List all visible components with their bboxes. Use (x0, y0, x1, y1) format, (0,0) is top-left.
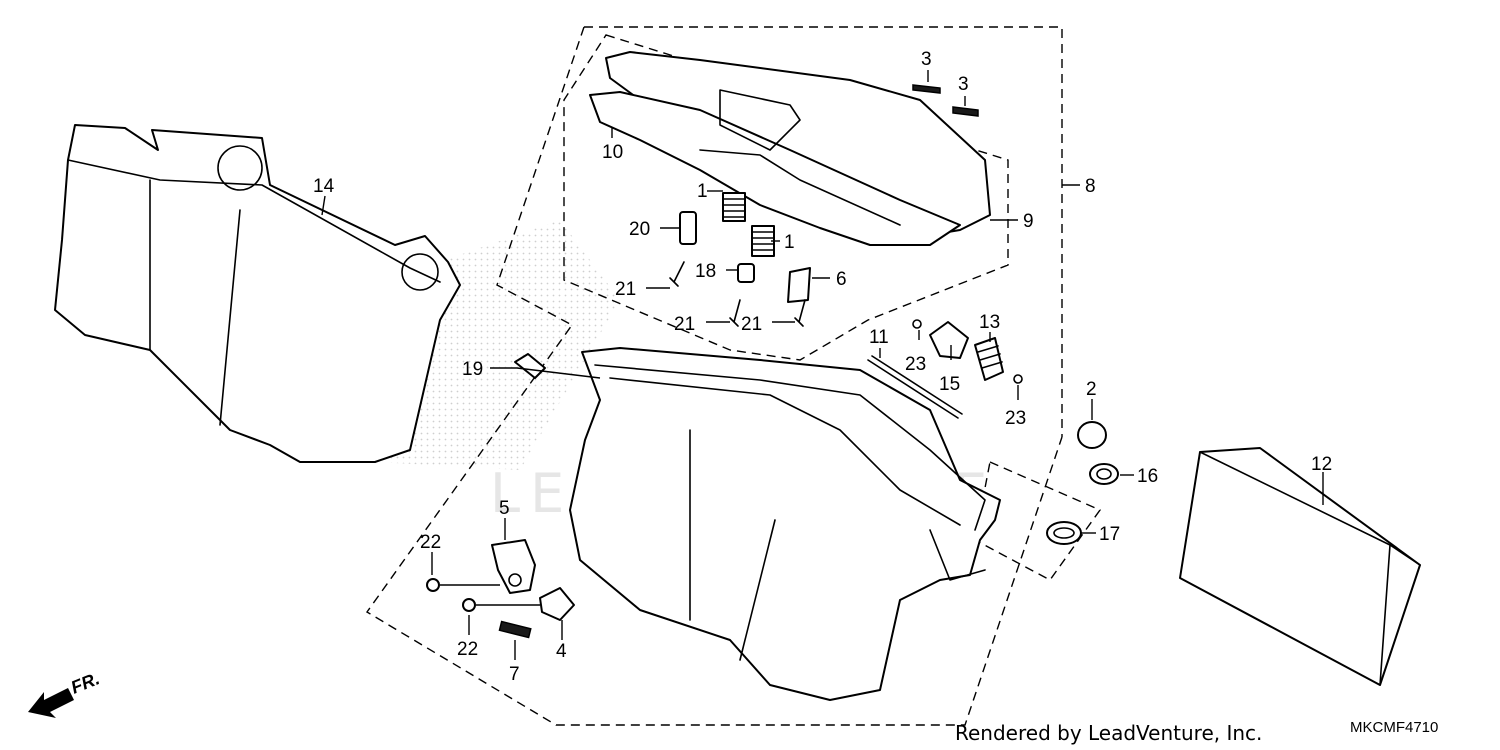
callout-6[interactable]: 6 (836, 269, 847, 290)
grommet-17 (1046, 521, 1082, 545)
spring-13-coils (977, 345, 1003, 369)
box-crease-2 (739, 519, 776, 661)
lid-inner-edge (699, 149, 901, 226)
collar-18 (737, 263, 755, 283)
storage-box[interactable] (569, 347, 1001, 701)
spring-7 (498, 620, 532, 639)
callout-1a[interactable]: 1 (697, 181, 708, 202)
spring-upper-coils (722, 198, 746, 218)
lock-lever-4 (539, 587, 575, 621)
front-label: FR. (68, 668, 102, 697)
nut-plate-19[interactable] (514, 353, 546, 379)
lock-plate-5 (491, 539, 536, 594)
callout-3a[interactable]: 3 (921, 49, 932, 70)
box-rear-tab (929, 529, 986, 581)
spring-13 (974, 337, 1004, 381)
spring-lower-coils (751, 231, 775, 251)
lid-latch-block (719, 89, 801, 151)
group-8-outline (584, 26, 1063, 437)
callout-17[interactable]: 17 (1099, 524, 1120, 545)
callout-21c[interactable]: 21 (741, 314, 762, 335)
grommet-16 (1089, 463, 1119, 485)
callout-22a[interactable]: 22 (420, 532, 441, 553)
callout-18[interactable]: 18 (695, 261, 716, 282)
pin-11[interactable] (867, 359, 959, 419)
lid-inner-frame (589, 91, 961, 246)
front-marker: FR. (28, 668, 102, 718)
pad-12-body (1179, 447, 1421, 686)
callout-2[interactable]: 2 (1086, 379, 1097, 400)
pad-12[interactable] (1179, 447, 1421, 686)
collar-20 (679, 211, 697, 245)
callout-12[interactable]: 12 (1311, 454, 1332, 475)
lock-plate-5-hole (508, 573, 522, 587)
lock-mechanism[interactable] (426, 539, 575, 639)
pad-12-side-edge (1379, 544, 1391, 686)
credit-text: Rendered by LeadVenture, Inc. (955, 721, 1262, 745)
callout-3b[interactable]: 3 (958, 74, 969, 95)
bracket-6 (787, 267, 811, 303)
label-stickers[interactable] (912, 84, 979, 117)
side-cover-crease-2 (219, 209, 241, 426)
screw-21-b (729, 299, 741, 327)
group-8-outline-lower (365, 26, 1063, 726)
hinge-hardware[interactable] (912, 319, 1023, 384)
grommets[interactable] (1046, 421, 1119, 545)
grommet-17-hole (1053, 527, 1075, 539)
clip-23-a (912, 319, 922, 329)
callout-22b[interactable]: 22 (457, 639, 478, 660)
grommet-16-hole (1096, 468, 1112, 480)
label-sticker-1 (912, 84, 941, 94)
grommet-2 (1077, 421, 1107, 449)
side-cover-hole-1 (217, 145, 263, 191)
callout-21b[interactable]: 21 (674, 314, 695, 335)
side-cover[interactable] (54, 124, 461, 463)
callout-9[interactable]: 9 (1023, 211, 1034, 232)
callout-13[interactable]: 13 (979, 312, 1000, 333)
callout-7[interactable]: 7 (509, 664, 520, 685)
callout-1b[interactable]: 1 (784, 232, 795, 253)
callout-23a[interactable]: 23 (905, 354, 926, 375)
callouts: 3 3 10 1 1 20 18 6 21 21 21 9 8 14 11 13… (313, 49, 1332, 685)
callout-19[interactable]: 19 (462, 359, 483, 380)
collar-15 (929, 321, 969, 359)
side-cover-body (54, 124, 461, 463)
callout-21a[interactable]: 21 (615, 279, 636, 300)
box-rim-inner (609, 377, 961, 526)
lid-assembly[interactable] (589, 51, 991, 246)
side-cover-hole-2 (401, 253, 439, 291)
lid-hardware[interactable] (669, 192, 811, 327)
callout-4[interactable]: 4 (556, 641, 567, 662)
diagram-code: MKCMF4710 (1350, 719, 1438, 736)
callout-11[interactable]: 11 (869, 327, 889, 348)
pin-11-edge (871, 355, 963, 415)
screw-22-b (462, 598, 476, 612)
group-9-outline (563, 34, 1009, 361)
callout-20[interactable]: 20 (629, 219, 650, 240)
callout-23b[interactable]: 23 (1005, 408, 1026, 429)
label-sticker-2 (952, 106, 979, 117)
callout-14[interactable]: 14 (313, 176, 335, 197)
screw-21-c (794, 299, 806, 327)
front-arrow-icon (28, 688, 74, 718)
spring-upper (722, 192, 746, 222)
callout-16[interactable]: 16 (1137, 466, 1158, 487)
callout-8[interactable]: 8 (1085, 176, 1096, 197)
box-body (569, 347, 1001, 701)
callout-15[interactable]: 15 (939, 374, 960, 395)
callout-5[interactable]: 5 (499, 498, 510, 519)
leader-lines (321, 70, 1324, 660)
clip-23-b (1013, 374, 1023, 384)
callout-10[interactable]: 10 (602, 142, 623, 163)
box-rim-outer (594, 364, 986, 531)
screw-21-a (669, 261, 685, 287)
spring-lower (751, 225, 775, 257)
side-cover-top-edge (67, 159, 441, 283)
screw-22-a (426, 578, 440, 592)
